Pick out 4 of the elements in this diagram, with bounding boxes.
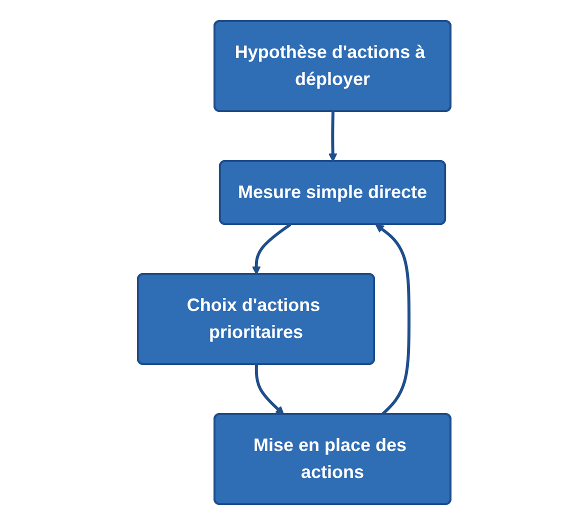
arrow (254, 364, 284, 415)
arrow (252, 223, 291, 275)
arrow (375, 224, 410, 416)
arrow (328, 111, 337, 162)
